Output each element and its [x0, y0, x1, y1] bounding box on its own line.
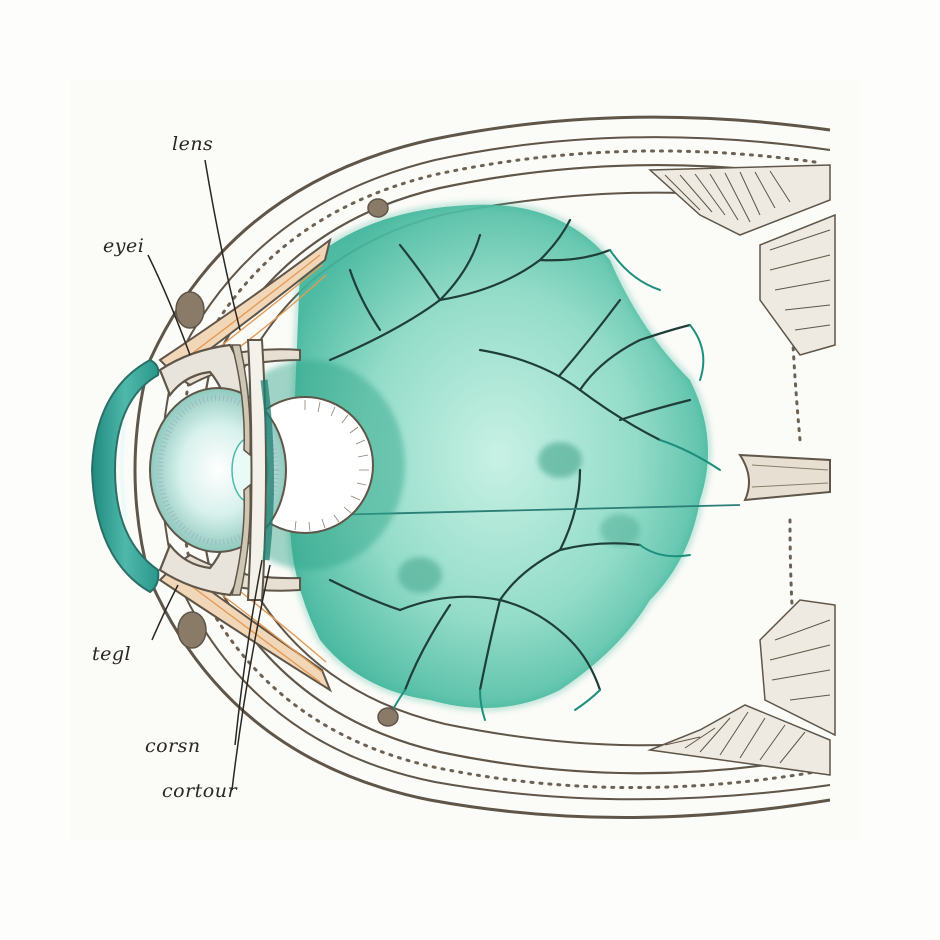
- vitreous-body: [286, 201, 711, 711]
- optic-nerve-icon: [738, 453, 831, 502]
- leader-lines: [147, 159, 271, 791]
- label-cortour: cortour: [162, 780, 238, 802]
- retina-vessel-tips: [389, 249, 721, 721]
- label-tegl: tegl: [92, 643, 131, 665]
- label-corsn: corsn: [145, 735, 201, 757]
- cornea: [90, 358, 160, 594]
- label-lens: lens: [172, 133, 213, 155]
- blood-vessel-icon: [328, 218, 692, 692]
- muscle-striations: [664, 170, 831, 764]
- ciliary-nodule-icon: [175, 198, 399, 727]
- label-eye: eyei: [103, 235, 144, 257]
